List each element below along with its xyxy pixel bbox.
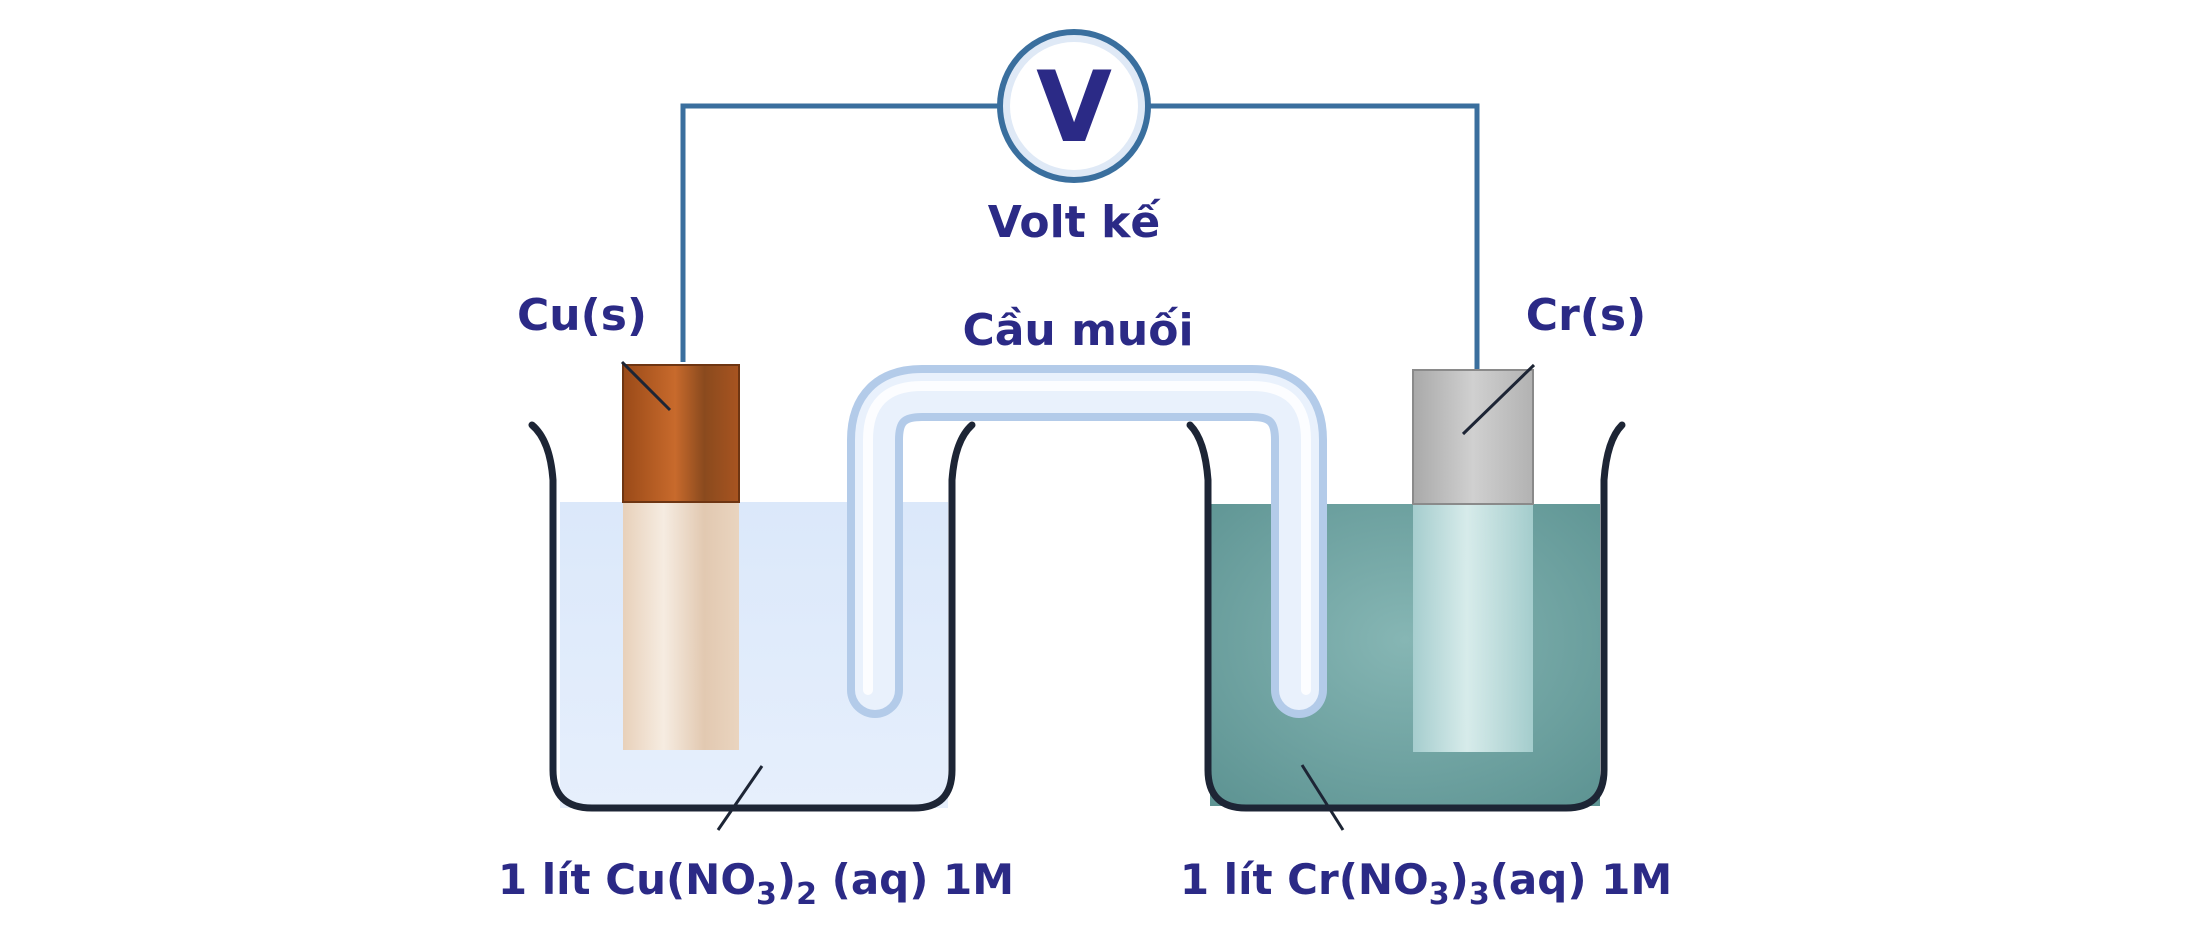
voltmeter-symbol: V <box>1036 51 1112 165</box>
left-solution-label: 1 lít Cu(NO3)2 (aq) 1M <box>498 855 1014 912</box>
left-beaker-outline <box>528 421 976 812</box>
voltmeter-face <box>1010 42 1138 170</box>
left-solution-leader-line <box>716 765 764 831</box>
salt-bridge-highlight <box>863 381 1311 695</box>
voltmeter: V <box>997 29 1151 183</box>
voltmeter-label: Volt kế <box>988 197 1162 248</box>
chromium-leader-line <box>1461 363 1536 436</box>
circuit-wires <box>680 103 1480 370</box>
copper-leader-line <box>620 360 672 412</box>
right-beaker-outline <box>1186 421 1626 812</box>
copper-electrode-submerged <box>623 502 739 750</box>
right-solution <box>1210 504 1600 806</box>
copper-electrode <box>622 364 740 503</box>
salt-bridge-label: Cầu muối <box>962 305 1193 356</box>
right-solution-label: 1 lít Cr(NO3)3(aq) 1M <box>1180 855 1672 912</box>
right-beaker <box>1186 369 1626 812</box>
right-wire <box>1148 103 1480 370</box>
right-solution-leader-line <box>1300 764 1345 831</box>
chromium-electrode <box>1412 369 1534 505</box>
chromium-label: Cr(s) <box>1526 290 1646 341</box>
copper-label: Cu(s) <box>517 290 647 341</box>
salt-bridge <box>847 365 1327 718</box>
salt-bridge-inner <box>855 373 1319 710</box>
chromium-electrode-submerged <box>1413 504 1533 752</box>
left-wire <box>680 103 1000 362</box>
left-beaker <box>528 364 976 812</box>
